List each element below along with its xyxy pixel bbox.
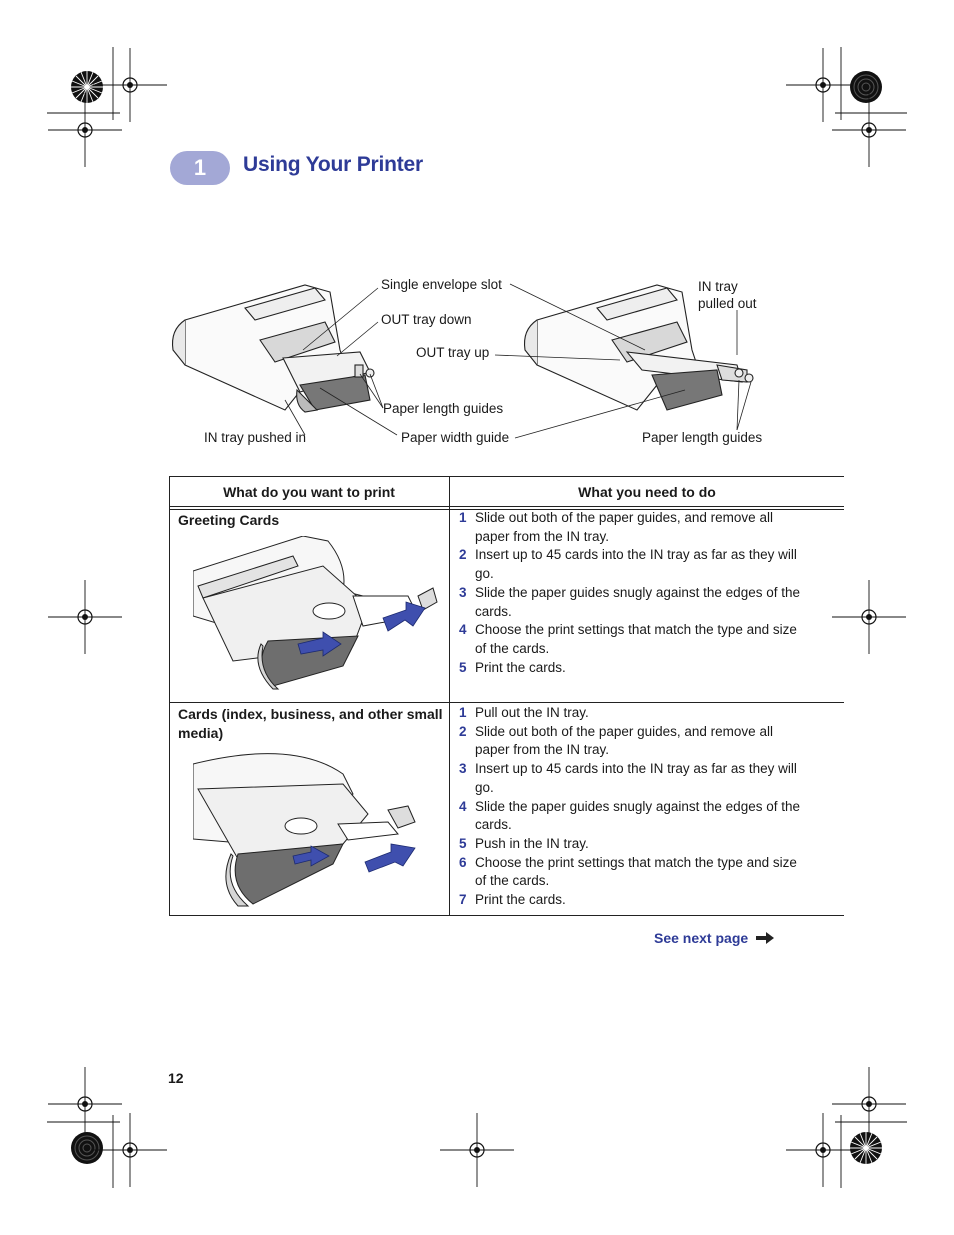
printer-illustration-in-tray-pushed-in (171, 284, 375, 413)
crosshair-mark-top-left (92, 47, 168, 123)
crosshair-mark-right-upper (831, 92, 907, 168)
label-in-tray-pushed-in: IN tray pushed in (204, 430, 307, 445)
ringball-mark-top-right (849, 70, 883, 104)
see-next-page-label: See next page (654, 930, 749, 946)
small-cards-illustration (193, 753, 416, 907)
printer-diagram (171, 283, 754, 439)
starburst-mark-bottom-right (849, 1131, 883, 1165)
label-out-tray-down: OUT tray down (381, 312, 472, 327)
label-paper-width-guide: Paper width guide (401, 430, 510, 445)
chapter-title: Using Your Printer (243, 153, 423, 176)
crosshair-mark-bottom-left (92, 1112, 168, 1188)
crosshair-mark-left-lower (47, 1066, 123, 1142)
ringball-mark-bottom-left (70, 1131, 104, 1165)
crosshair-mark-top-right (785, 47, 861, 123)
print-instructions-table: What do you want to print What you need … (169, 476, 844, 916)
see-next-page-link[interactable]: See next page (654, 930, 775, 946)
column-header-what-to-do: What you need to do (578, 484, 716, 500)
crosshair-mark-right-lower (831, 1066, 907, 1142)
label-paper-length-guides-left: Paper length guides (383, 401, 504, 416)
printer-illustration-in-tray-pulled-out (523, 284, 754, 411)
crosshair-mark-bottom-right (785, 1112, 861, 1188)
page-number: 12 (168, 1070, 184, 1086)
label-out-tray-up: OUT tray up (416, 345, 490, 360)
arrow-icon (297, 601, 426, 657)
chapter-number-badge: 1 (170, 151, 230, 185)
greeting-cards-illustration (193, 536, 438, 690)
label-in-tray-pulled-out-line1: IN tray (698, 279, 738, 294)
crosshair-mark-left-middle (47, 579, 123, 655)
row-title-cards-small-media: Cards (index, business, and other small … (178, 706, 443, 741)
label-in-tray-pulled-out-line2: pulled out (698, 296, 757, 311)
label-paper-length-guides-right: Paper length guides (642, 430, 763, 445)
right-arrow-icon (756, 932, 775, 944)
column-header-what-to-print: What do you want to print (223, 484, 395, 500)
crosshair-mark-left-upper (47, 92, 123, 168)
starburst-mark-top-left (70, 70, 104, 104)
arrow-icon (292, 843, 416, 873)
table-grid (169, 476, 844, 916)
label-single-envelope-slot: Single envelope slot (381, 277, 502, 292)
row-title-greeting-cards: Greeting Cards (178, 512, 280, 528)
crosshair-mark-bottom-center (439, 1112, 515, 1188)
